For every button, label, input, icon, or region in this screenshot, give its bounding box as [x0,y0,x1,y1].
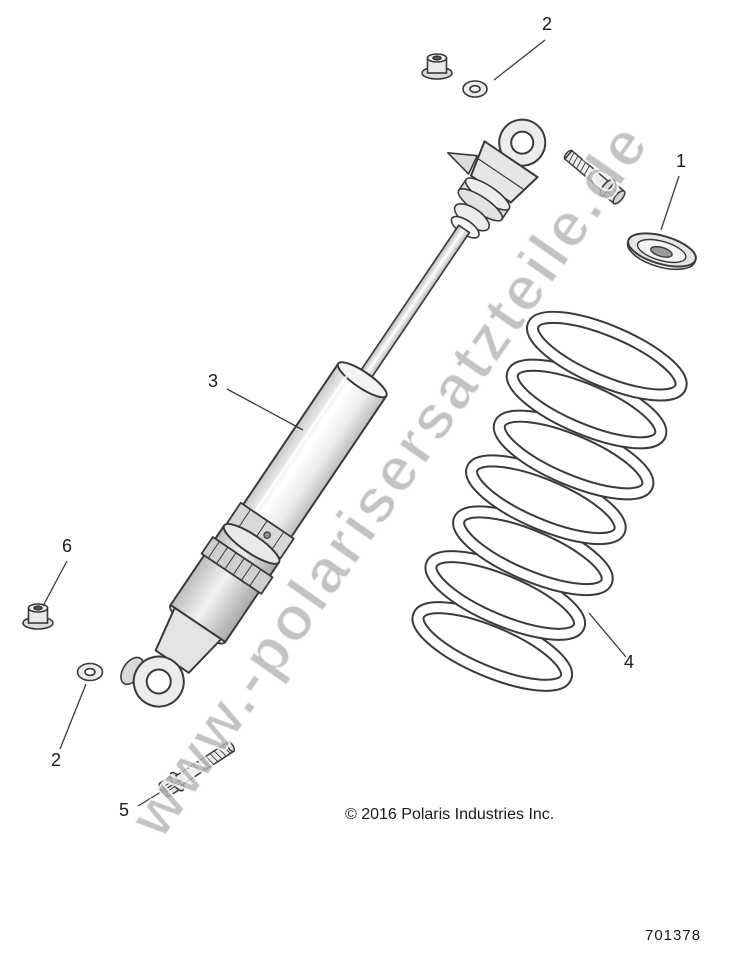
coil-spring-drawing [411,310,688,692]
callout-6: 6 [62,536,73,556]
leader-line-callout-2-lower [59,683,87,750]
upper-nut-drawing [421,53,453,80]
leader-line-callout-2-upper [493,39,546,81]
callout-1: 1 [676,151,687,171]
spring-retainer-drawing [626,232,697,271]
callout-2-upper: 2 [542,14,553,34]
callout-4: 4 [624,652,635,672]
shock-absorber-drawing [120,118,547,708]
leader-line-callout-4 [588,612,627,658]
leader-line-callout-5 [137,778,183,807]
callout-2-lower: 2 [51,750,62,770]
leader-line-callout-1 [660,175,680,231]
lower-nut-drawing [22,603,54,630]
lower-bolt-drawing [158,741,236,798]
leader-line-callout-6 [42,560,68,607]
lower-washer-drawing [76,662,104,682]
callout-5: 5 [119,800,130,820]
copyright-text: © 2016 Polaris Industries Inc. [345,806,555,823]
upper-washer-drawing [462,80,488,98]
upper-bolt-drawing [563,149,626,205]
drawing-number: 701378 [645,927,702,944]
leader-lines [42,39,680,807]
callout-3: 3 [208,371,219,391]
leader-line-callout-3 [226,388,304,431]
